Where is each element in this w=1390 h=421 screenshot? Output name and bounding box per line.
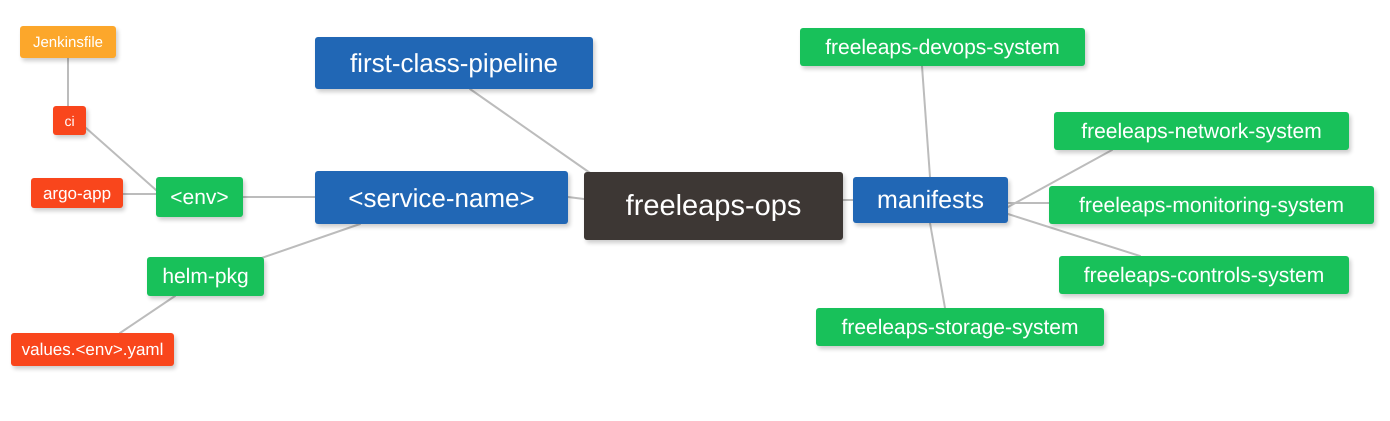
node-freeleaps-network-system[interactable]: freeleaps-network-system xyxy=(1054,112,1349,150)
node-manifests[interactable]: manifests xyxy=(853,177,1008,223)
node-label: helm-pkg xyxy=(162,265,249,288)
node-label: argo-app xyxy=(42,183,112,203)
node-label: values.<env>.yaml xyxy=(21,340,164,359)
node-label: ci xyxy=(64,112,75,129)
node-first-class-pipeline[interactable]: first-class-pipeline xyxy=(315,37,593,89)
edge-helm-pkg-to-values-env-yaml xyxy=(119,295,176,334)
edge-manifests-to-freeleaps-storage-system xyxy=(929,222,946,309)
node-label: freeleaps-monitoring-system xyxy=(1079,193,1344,217)
node-argo-app[interactable]: argo-app xyxy=(31,178,123,208)
node-jenkinsfile[interactable]: Jenkinsfile xyxy=(20,26,116,58)
node-label: freeleaps-controls-system xyxy=(1083,263,1325,287)
node-freeleaps-monitoring-system[interactable]: freeleaps-monitoring-system xyxy=(1049,186,1374,224)
node-helm-pkg[interactable]: helm-pkg xyxy=(147,257,264,296)
edge-service-name-to-helm-pkg xyxy=(249,223,361,263)
node-env[interactable]: <env> xyxy=(156,177,243,217)
node-label: freeleaps-storage-system xyxy=(841,315,1079,339)
node-freeleaps-devops-system[interactable]: freeleaps-devops-system xyxy=(800,28,1085,66)
edge-freeleaps-ops-to-first-class-pipeline xyxy=(469,88,594,176)
node-label: freeleaps-ops xyxy=(625,189,802,222)
node-label: manifests xyxy=(877,185,984,214)
node-freeleaps-ops[interactable]: freeleaps-ops xyxy=(584,172,843,240)
node-label: first-class-pipeline xyxy=(349,48,559,78)
node-label: freeleaps-network-system xyxy=(1081,119,1322,143)
node-ci[interactable]: ci xyxy=(53,106,86,135)
node-freeleaps-storage-system[interactable]: freeleaps-storage-system xyxy=(816,308,1104,346)
node-label: <service-name> xyxy=(348,182,535,213)
edge-freeleaps-ops-to-service-name xyxy=(567,196,585,200)
node-label: freeleaps-devops-system xyxy=(825,35,1060,59)
node-freeleaps-controls-system[interactable]: freeleaps-controls-system xyxy=(1059,256,1349,294)
node-label: <env> xyxy=(170,185,229,209)
edge-manifests-to-freeleaps-devops-system xyxy=(921,65,931,178)
node-label: Jenkinsfile xyxy=(32,33,104,51)
node-values-env-yaml[interactable]: values.<env>.yaml xyxy=(11,333,174,366)
node-service-name[interactable]: <service-name> xyxy=(315,171,568,224)
